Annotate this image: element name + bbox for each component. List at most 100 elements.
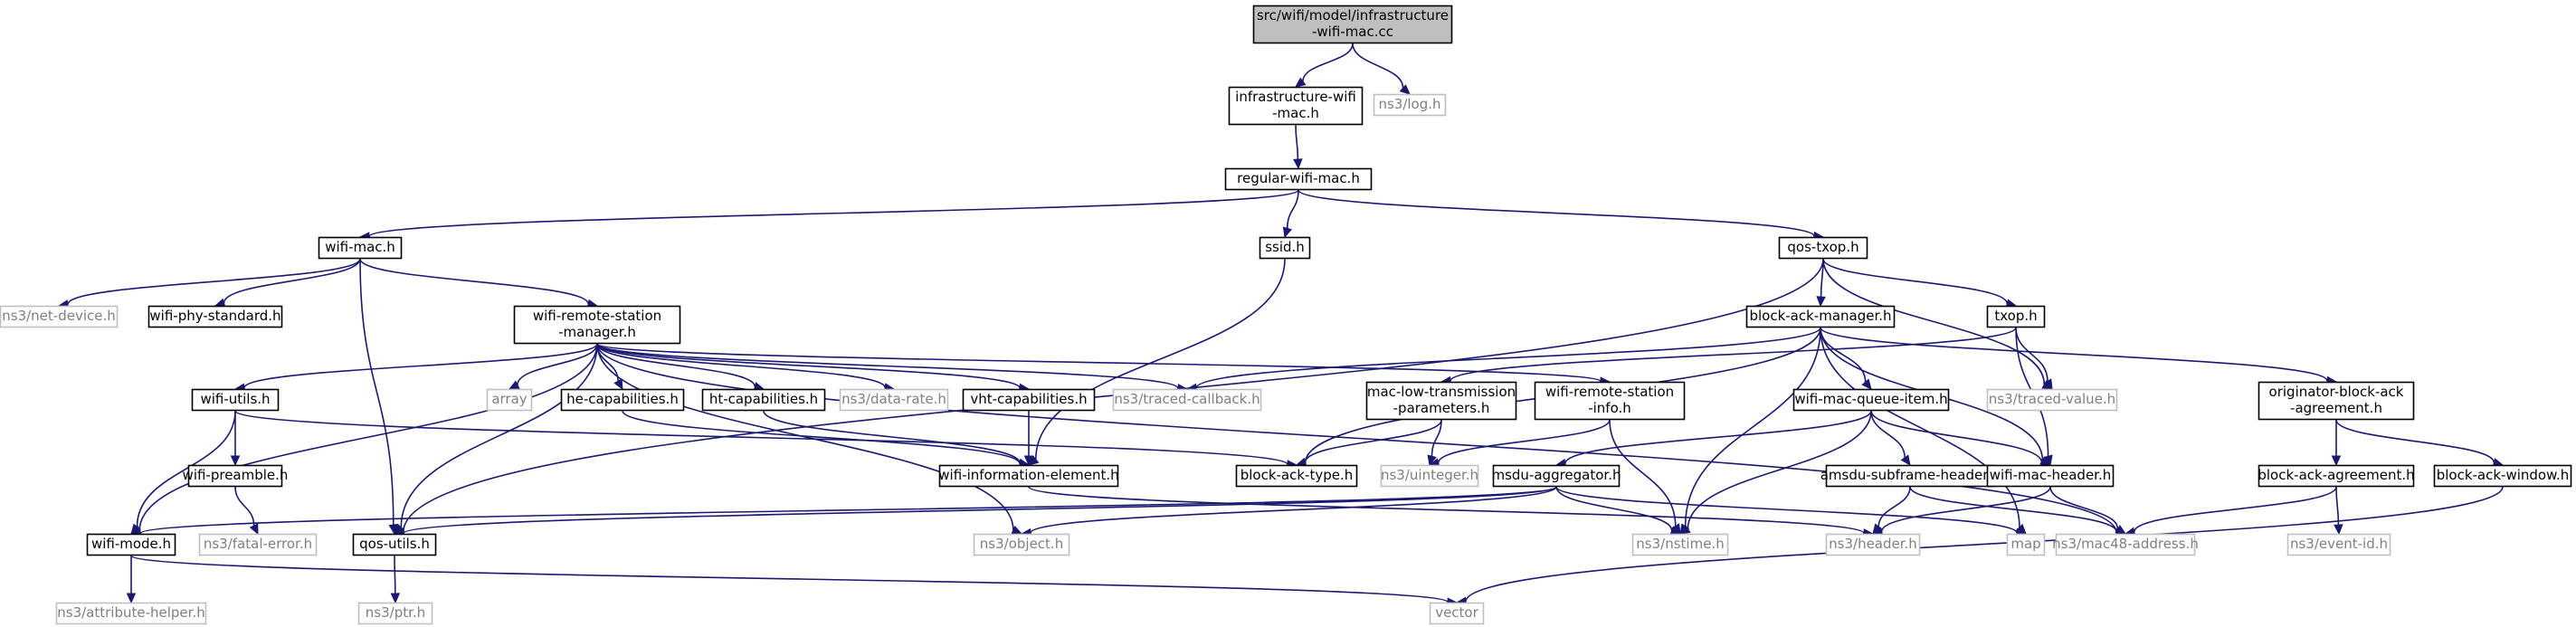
node-mltp[interactable]: mac-low-transmission-parameters.h — [1365, 381, 1517, 421]
node-tracedcb-label: ns3/traced-callback.h — [1114, 391, 1259, 407]
node-phystd-box — [147, 305, 283, 328]
edge-rsm-to-rsinfo — [596, 343, 1602, 383]
node-vhtcap-box — [962, 388, 1096, 412]
node-rsinfo[interactable]: wifi-remote-station-info.h — [1534, 381, 1686, 421]
node-header-box — [1825, 533, 1921, 556]
edges-layer — [57, 43, 2505, 607]
node-batype[interactable]: block-ack-type.h — [1235, 464, 1358, 488]
edge-rsinfo-to-uinteger — [1437, 419, 1611, 463]
node-txop[interactable]: txop.h — [1986, 305, 2046, 328]
node-mqi-box — [1792, 388, 1950, 412]
node-nstime-label: ns3/nstime.h — [1636, 536, 1724, 552]
arrowhead-mqi-to-amsdu — [1900, 454, 1911, 466]
node-wifiutils[interactable]: wifi-utils.h — [191, 388, 280, 412]
node-log-box — [1373, 93, 1447, 117]
node-baw-box — [2433, 464, 2572, 488]
node-baw[interactable]: block-ack-window.h — [2433, 464, 2572, 488]
edge-txop-to-tracedval — [2015, 327, 2048, 382]
node-hecap[interactable]: he-capabilities.h — [560, 388, 685, 412]
node-htcap[interactable]: ht-capabilities.h — [701, 388, 826, 412]
edge-wifimac-to-netdevice — [67, 258, 361, 305]
node-machdr[interactable]: wifi-mac-header.h — [1986, 464, 2115, 488]
node-amsdu[interactable]: amsdu-subframe-header.h — [1820, 464, 2001, 488]
node-wifimode[interactable]: wifi-mode.h — [86, 533, 176, 556]
node-ptr-label: ns3/ptr.h — [366, 604, 425, 621]
node-htcap-box — [701, 388, 826, 412]
node-root[interactable]: src/wifi/model/infrastructure-wifi-mac.c… — [1252, 5, 1453, 44]
node-infra-label: infrastructure-wifi — [1235, 89, 1356, 105]
node-tracedval-label: ns3/traced-value.h — [1989, 391, 2115, 407]
node-mqi-label: wifi-mac-queue-item.h — [1794, 391, 1947, 407]
node-regular[interactable]: regular-wifi-mac.h — [1224, 167, 1373, 191]
node-rsm[interactable]: wifi-remote-station-manager.h — [513, 305, 681, 345]
node-array-box — [486, 388, 533, 412]
node-mqi[interactable]: wifi-mac-queue-item.h — [1792, 388, 1950, 412]
nodes-layer: src/wifi/model/infrastructure-wifi-mac.c… — [0, 5, 2572, 625]
edge-bam-to-nstime — [1684, 327, 1821, 527]
node-vhtcap[interactable]: vht-capabilities.h — [962, 388, 1096, 412]
node-log: ns3/log.h — [1373, 93, 1447, 117]
edge-wie-to-header — [1028, 486, 1865, 535]
arrowhead-wifimode-to-attrhelper — [126, 593, 137, 604]
node-msdu-label: msdu-aggregator.h — [1491, 467, 1621, 483]
node-wifimac-label: wifi-mac.h — [325, 239, 395, 255]
node-infra[interactable]: infrastructure-wifi-mac.h — [1228, 86, 1364, 126]
edge-amsdu-to-mac48 — [1909, 486, 2118, 533]
node-oba[interactable]: originator-block-ack-agreement.h — [2258, 381, 2415, 421]
edge-preamble-to-fatal — [234, 486, 255, 527]
node-tracedval-box — [1986, 388, 2118, 412]
edge-wifimac-to-qosutils — [359, 258, 394, 526]
node-phystd[interactable]: wifi-phy-standard.h — [147, 305, 283, 328]
edge-rsinfo-to-nstime — [1609, 419, 1677, 527]
arrowhead-rsm-to-hecap — [613, 378, 623, 391]
node-bam[interactable]: block-ack-manager.h — [1745, 305, 1896, 328]
node-txop-box — [1986, 305, 2046, 328]
node-qostxop-label: qos-txop.h — [1787, 239, 1858, 255]
edge-bam-to-oba — [1820, 327, 2328, 382]
edge-rsm-to-datarate — [596, 343, 886, 388]
node-mltp-label: -parameters.h — [1393, 400, 1490, 416]
node-preamble[interactable]: wifi-preamble.h — [183, 464, 289, 488]
edge-infra-to-regular — [1295, 124, 1299, 160]
node-baa[interactable]: block-ack-agreement.h — [2258, 464, 2415, 488]
node-rsm-label: -manager.h — [558, 324, 636, 340]
node-mac48-label: ns3/mac48-address.h — [2052, 536, 2199, 552]
edge-msdu-to-nstime — [1555, 486, 1673, 531]
edge-baw-to-vector — [1465, 486, 2504, 603]
node-root-label: -wifi-mac.cc — [1312, 24, 1393, 40]
node-attrhelper: ns3/attribute-helper.h — [55, 602, 207, 625]
node-root-label: src/wifi/model/infrastructure — [1257, 7, 1449, 24]
node-ssid-label: ssid.h — [1265, 239, 1305, 255]
edge-msdu-to-qosutils — [403, 486, 1557, 535]
edge-machdr-to-header — [1880, 486, 2051, 532]
node-msdu[interactable]: msdu-aggregator.h — [1491, 464, 1621, 488]
edge-msdu-to-wifimode — [139, 486, 1557, 535]
node-attrhelper-label: ns3/attribute-helper.h — [57, 604, 204, 621]
node-qosutils[interactable]: qos-utils.h — [352, 533, 437, 556]
node-uinteger-box — [1380, 464, 1479, 488]
node-object-box — [973, 533, 1070, 556]
node-infra-label: -mac.h — [1272, 105, 1319, 121]
node-machdr-box — [1986, 464, 2115, 488]
arrowhead-root-to-log — [1399, 84, 1411, 95]
edge-wifimode-to-vector — [130, 555, 1449, 603]
node-ssid[interactable]: ssid.h — [1259, 236, 1311, 260]
edge-wifiutils-to-wifimode — [136, 410, 236, 527]
edge-rsm-to-array — [517, 343, 598, 385]
edge-qosutils-to-ptr — [394, 555, 396, 594]
node-qosutils-label: qos-utils.h — [359, 536, 430, 552]
edge-baa-to-mac48 — [2133, 486, 2337, 533]
node-rsm-box — [513, 305, 681, 345]
node-qostxop[interactable]: qos-txop.h — [1778, 236, 1868, 260]
node-map-label: map — [2010, 536, 2040, 552]
node-wie[interactable]: wifi-information-element.h — [938, 464, 1119, 488]
node-rsinfo-box — [1534, 381, 1686, 421]
node-object: ns3/object.h — [973, 533, 1070, 556]
node-mac48: ns3/mac48-address.h — [2052, 533, 2199, 556]
node-phystd-label: wifi-phy-standard.h — [149, 308, 280, 324]
edge-hecap-to-wie — [622, 410, 1021, 465]
node-mltp-label: mac-low-transmission — [1367, 384, 1516, 400]
node-wifimac[interactable]: wifi-mac.h — [318, 236, 403, 260]
node-mltp-box — [1365, 381, 1517, 421]
node-regular-box — [1224, 167, 1373, 191]
